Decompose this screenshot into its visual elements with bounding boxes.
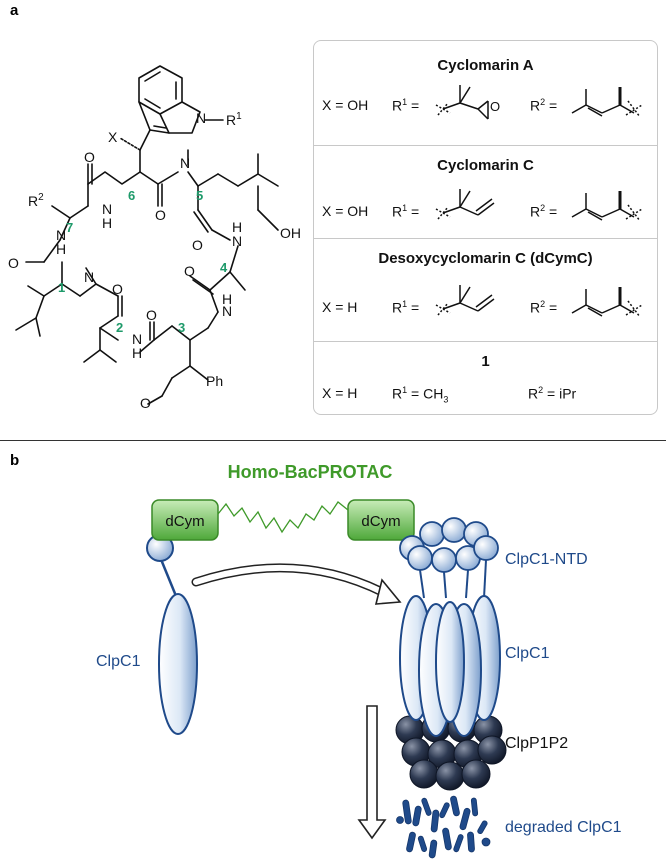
residue-number-1: 1 <box>58 280 65 295</box>
nh-h-label-3: H <box>222 291 232 307</box>
left-clpc1-body <box>158 593 198 735</box>
nh-h-label-2: H <box>132 345 142 361</box>
ome-o-label: O <box>140 395 151 411</box>
nh-label-4: N <box>232 233 242 249</box>
compound-name-1: 1 <box>481 353 490 370</box>
ntd-ball <box>419 521 445 547</box>
nh-h-label-6: H <box>102 215 112 231</box>
bacprotac-title: Homo-BacPROTAC <box>228 462 393 482</box>
assembly-arrow-head <box>374 578 402 605</box>
nh-label-7: N <box>56 227 66 243</box>
x-value-cyclomarin-c: X = OH <box>322 203 369 219</box>
clpp-subunit <box>461 759 491 789</box>
x-value-dcymc: X = H <box>322 299 358 315</box>
carbonyl-o-label-6: O <box>155 207 166 223</box>
row-separator-3 <box>314 341 657 342</box>
panel-letter-b: b <box>10 452 20 469</box>
r2-prenyl-substituent-drawing <box>571 87 643 118</box>
reverse-prenyl-substituent-drawing-dcymc <box>435 285 495 316</box>
nh-label-2: N <box>132 331 142 347</box>
compound-name-cyclomarin-c: Cyclomarin C <box>437 157 534 174</box>
ntd-ball <box>473 535 499 561</box>
clpc1-ntd-label: ClpC1-NTD <box>505 551 588 568</box>
r2-prenyl-substituent-drawing-dcymc <box>571 287 643 318</box>
oh-label: OH <box>280 225 301 241</box>
n-methyl-label: N <box>180 155 190 171</box>
ntd-ball <box>407 545 433 571</box>
x-substituent-label: X <box>108 129 118 145</box>
residue-number-7: 7 <box>66 220 73 235</box>
peg-linker <box>217 501 349 534</box>
r2-label-cyclomarin-a: R2 = <box>530 97 558 114</box>
residue-number-2: 2 <box>116 320 123 335</box>
r2-label-dcymc: R2 = <box>530 299 558 316</box>
panel-letter-a: a <box>10 2 19 19</box>
clpc1-hexamer-body <box>435 601 465 723</box>
row-separator-1 <box>314 145 657 146</box>
compound-table: Cyclomarin A X = OH R1 = O R2 = <box>313 40 658 415</box>
dcym-left-label: dCym <box>165 513 204 530</box>
row-separator-2 <box>314 238 657 239</box>
ph-label: Ph <box>206 373 223 389</box>
clpp1p2-label: ClpP1P2 <box>505 735 568 752</box>
clpc1-hexamer-label: ClpC1 <box>505 645 550 662</box>
r1-label: R1 <box>226 111 242 128</box>
dcym-left-box <box>151 499 219 541</box>
epoxide-o-label: O <box>490 99 500 114</box>
reverse-prenyl-substituent-drawing <box>435 189 495 220</box>
residue-number-6: 6 <box>128 188 135 203</box>
ntd-ball <box>441 517 467 543</box>
nh-label-6: N <box>102 201 112 217</box>
r1-label-cyclomarin-c: R1 = <box>392 203 420 220</box>
panel-divider <box>0 440 666 441</box>
ntd-ball <box>431 547 457 573</box>
dcym-right-label: dCym <box>361 513 400 530</box>
degraded-clpc1-label: degraded ClpC1 <box>505 819 622 836</box>
carbonyl-o-label: O <box>84 149 95 165</box>
epoxide-substituent-drawing: O <box>435 85 500 120</box>
r2-label-1: R2 = iPr <box>528 385 577 402</box>
carbonyl-o-label-3: O <box>146 307 157 323</box>
compound-name-dcymc: Desoxycyclomarin C (dCymC) <box>378 250 593 267</box>
r1-label-cyclomarin-a: R1 = <box>392 97 420 114</box>
clpc1-monomer-label: ClpC1 <box>96 653 141 670</box>
r2-label-cyclomarin-c: R2 = <box>530 203 558 220</box>
nh-h-label-7: H <box>56 241 66 257</box>
x-value-cyclomarin-a: X = OH <box>322 97 369 113</box>
residue-number-4: 4 <box>220 260 228 275</box>
clpp-subunit <box>435 761 465 791</box>
degradation-arrow <box>357 705 387 840</box>
nh-label-3: N <box>222 303 232 319</box>
residue-number-5: 5 <box>196 188 203 203</box>
n-methyl-label-1: N <box>84 269 94 285</box>
dcym-right-box <box>347 499 415 541</box>
residue-number-3: 3 <box>178 320 185 335</box>
r2-label: R2 <box>28 192 44 209</box>
nh-h-label-4: H <box>232 219 242 235</box>
r1-label-dcymc: R1 = <box>392 299 420 316</box>
carbonyl-o-label-5: O <box>192 237 203 253</box>
carbonyl-o-label-4: O <box>184 263 195 279</box>
clpp-subunit <box>477 735 507 765</box>
clpp-subunit <box>409 759 439 789</box>
r2-prenyl-substituent-drawing-c <box>571 191 643 222</box>
indole-n-label: N <box>196 110 206 126</box>
x-value-1: X = H <box>322 385 358 401</box>
bacprotac-scheme: Homo-BacPROTAC dCym dCym <box>96 462 622 859</box>
carbonyl-o-label-1: O <box>8 255 19 271</box>
r1-label-1: R1 = CH3 <box>392 385 449 405</box>
carbonyl-o-label-2: O <box>112 281 123 297</box>
degraded-fragments <box>396 795 491 859</box>
compound-name-cyclomarin-a: Cyclomarin A <box>437 57 534 74</box>
cyclomarin-structure: N R1 X O R2 N H N O O N H OH O N H O N H… <box>8 65 301 411</box>
